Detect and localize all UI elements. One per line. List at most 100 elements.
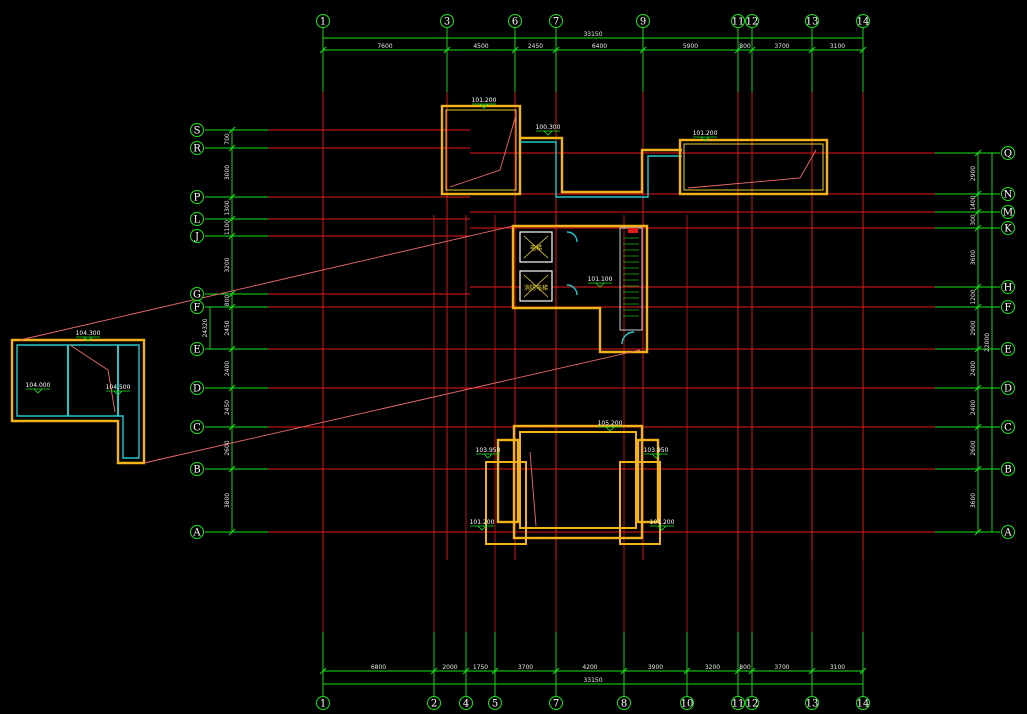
bottom-dim-tick (859, 667, 867, 675)
axis-top-12-label: 12 (746, 17, 759, 28)
bottom-dim-label: 1750 (473, 664, 488, 671)
bottom-dim-label: 3100 (830, 664, 845, 671)
axis-right-B-label: B (1004, 465, 1011, 476)
top-dim-tick (748, 46, 756, 54)
bottom-dim-total-label: 33150 (583, 677, 602, 684)
axis-right-H-circle (1001, 280, 1015, 294)
elevator-label-2: 消防电梯 (524, 284, 548, 292)
left-dim-tick (228, 126, 236, 134)
left-dim-label: 2450 (224, 320, 231, 335)
bottom-dim-tick (462, 667, 470, 675)
core-wall (511, 224, 649, 354)
bottom-wing-left (496, 438, 520, 524)
bottom-dim-tick (620, 667, 628, 675)
right-dim-label: 3600 (970, 493, 977, 508)
axis-bottom-11-circle (731, 696, 745, 710)
right-dim-label: 2900 (970, 320, 977, 335)
axis-bottom-10-circle (680, 696, 694, 710)
axis-top-3-label: 3 (444, 17, 450, 28)
level-marker-bottom_left_low (470, 525, 494, 531)
door-swing-3 (621, 331, 635, 345)
top-dim-label: 3100 (830, 43, 845, 50)
level-corridor: 100.300 (536, 124, 561, 131)
bottom-dim-tick (430, 667, 438, 675)
level-right_tower_top: 101.200 (693, 130, 718, 137)
detail-outline (10, 338, 146, 465)
right-dim-tick (974, 423, 982, 431)
bottom-block-diagonal (529, 451, 537, 527)
axis-left-G-label: G (193, 290, 201, 301)
callout-leader-top (19, 225, 514, 341)
tower-left-diagonal (449, 114, 517, 188)
axis-top-14-label: 14 (857, 17, 870, 28)
left-dim-label: 3200 (224, 257, 231, 272)
axis-left-A-label: A (192, 528, 201, 539)
axis-top-12-circle (745, 14, 759, 28)
right-dim-label: 1200 (970, 289, 977, 304)
axis-bottom-5-circle (488, 696, 502, 710)
axis-bottom-1-label: 1 (320, 699, 326, 710)
left-dim-total-label: 24320 (202, 318, 209, 337)
axis-right-N-label: N (1004, 190, 1013, 201)
axis-top-1-circle (316, 14, 330, 28)
axis-left-P-circle (190, 190, 204, 204)
level-marker-bottom_top (598, 426, 622, 432)
axis-left-D-label: D (193, 384, 201, 395)
level-marker-corridor (536, 130, 560, 136)
level-bottom_right_low: 101.200 (650, 519, 675, 526)
axis-bottom-12-label: 12 (746, 699, 759, 710)
axis-top-13-label: 13 (806, 17, 819, 28)
bottom-dim-tick (683, 667, 691, 675)
right-dim-total-label: 22000 (984, 333, 991, 352)
detail-inner (16, 344, 140, 459)
bottom-dim-label: 2000 (442, 664, 457, 671)
left-dim-tick (228, 232, 236, 240)
right-dim-label: 2400 (970, 361, 977, 376)
bottom-dim-label: 3900 (648, 664, 663, 671)
right-dim-tick (974, 149, 982, 157)
tower-right-diagonal (687, 149, 817, 189)
top-dim-label: 5900 (683, 43, 698, 50)
level-detail_right: 104.500 (106, 384, 131, 391)
axis-bottom-12-circle (745, 696, 759, 710)
bottom-dim-label: 800 (739, 664, 751, 671)
tower-left-inner (445, 109, 517, 191)
right-dim-tick (974, 190, 982, 198)
corridor-wall (520, 136, 682, 194)
left-dim-label: 2600 (224, 440, 231, 455)
level-bottom_left_mid: 103.950 (476, 447, 501, 454)
axis-left-L-label: L (194, 215, 201, 226)
right-dim-label: 1400 (970, 195, 977, 210)
axis-bottom-4-label: 4 (463, 699, 469, 710)
top-dim-label: 3700 (774, 43, 789, 50)
top-dim-tick (511, 46, 519, 54)
axis-left-C-circle (190, 420, 204, 434)
bottom-ext-left (485, 461, 527, 545)
axis-right-M-label: M (1003, 208, 1013, 219)
tower-right-inner (683, 143, 824, 191)
axis-right-Q-label: Q (1004, 149, 1012, 160)
top-dim-tick (734, 46, 742, 54)
left-dim-tick (228, 528, 236, 536)
bottom-dim-label: 6800 (371, 664, 386, 671)
axis-bottom-1-circle (316, 696, 330, 710)
axis-left-S-circle (190, 123, 204, 137)
axis-right-C-circle (1001, 420, 1015, 434)
axis-left-E-circle (190, 342, 204, 356)
left-dim-label: 700 (224, 133, 231, 145)
top-dim-tick (639, 46, 647, 54)
axis-left-B-label: B (193, 465, 200, 476)
axis-bottom-10-label: 10 (681, 699, 694, 710)
axis-right-F-circle (1001, 300, 1015, 314)
axis-top-7-circle (549, 14, 563, 28)
right-dim-tick (974, 465, 982, 473)
axis-top-11-circle (731, 14, 745, 28)
bottom-dim-label: 4200 (582, 664, 597, 671)
axis-top-7-label: 7 (553, 17, 559, 28)
left-dim-tick (228, 215, 236, 223)
top-dim-tick (319, 46, 327, 54)
stair-marker (628, 228, 638, 233)
